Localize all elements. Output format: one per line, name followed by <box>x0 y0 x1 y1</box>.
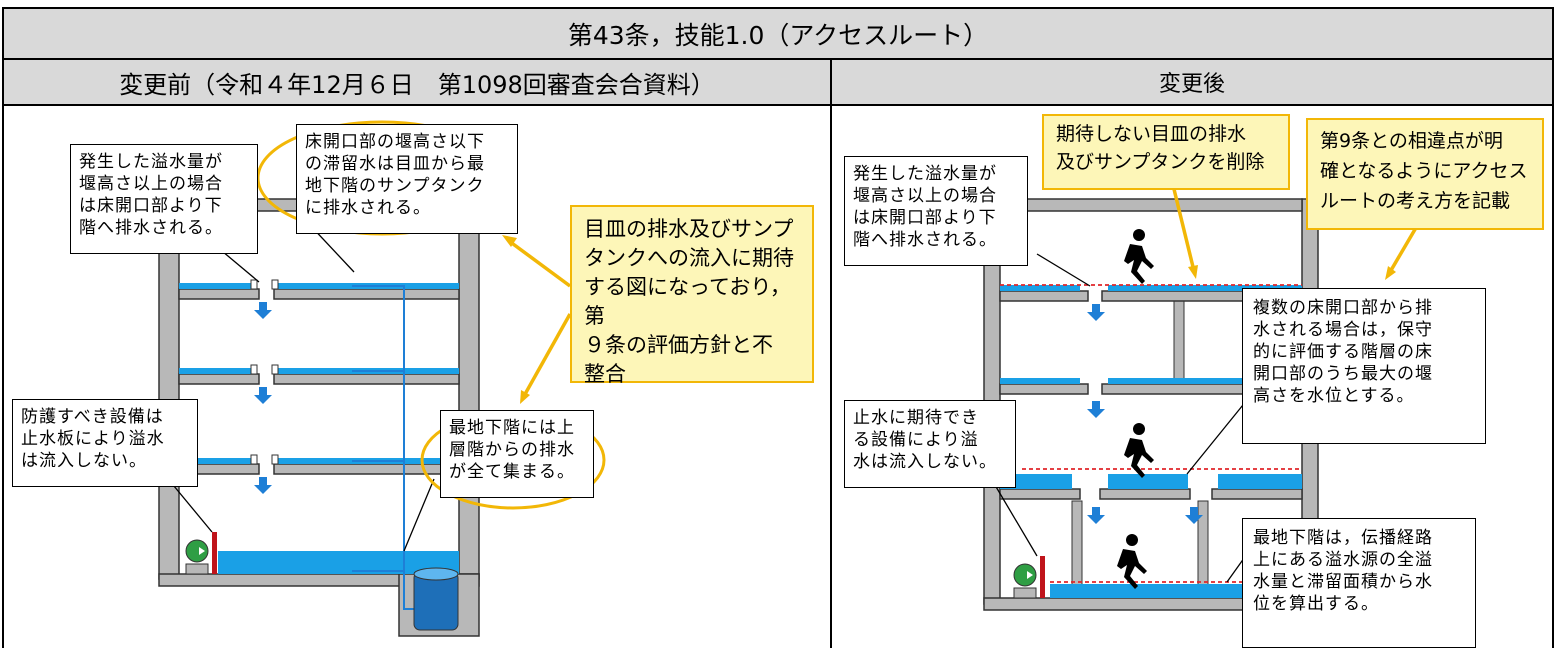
after-stop-water-callout: 止水に期待でき る設備により溢 水は流入しない。 <box>844 400 1016 488</box>
before-protect-callout: 防護すべき設備は 止水板により溢水 は流入しない。 <box>12 399 198 487</box>
before-issue-note: 目皿の排水及びサンプ タンクへの流入に期待 する図になっており，第 ９条の評価方… <box>570 205 814 386</box>
after-panel: 発生した溢水量が 堰高さ以上の場合 は床開口部より下 階へ排水される。 複数の床… <box>830 104 1554 648</box>
after-multi-opening-callout: 複数の床開口部から排 水される場合は，保守 的に評価する階層の床 開口部のうち最… <box>1242 288 1486 444</box>
after-difference-note: 第9条との相違点が明 確となるようにアクセス ルートの考え方を記載 <box>1306 118 1544 230</box>
before-drain-callout: 床開口部の堰高さ以下 の滞留水は目皿から最 地下階のサンプタンク に排水される。 <box>296 124 518 234</box>
before-bottom-callout: 最地下階には上 層階からの排水 が全て集まる。 <box>440 410 594 498</box>
before-header: 変更前（令和４年12月６日 第1098回審査会合資料） <box>2 58 832 106</box>
before-panel: 発生した溢水量が 堰高さ以上の場合 は床開口部より下 階へ排水される。 床開口部… <box>2 104 832 648</box>
after-bottom-callout: 最地下階は，伝播経路 上にある溢水源の全溢 水量と滞留面積から水 位を算出する。 <box>1242 518 1476 648</box>
after-overflow-callout: 発生した溢水量が 堰高さ以上の場合 は床開口部より下 階へ排水される。 <box>844 156 1028 266</box>
after-remove-note: 期待しない目皿の排水 及びサンプタンクを削除 <box>1042 114 1290 190</box>
after-header: 変更後 <box>830 58 1554 106</box>
before-overflow-callout: 発生した溢水量が 堰高さ以上の場合 は床開口部より下 階へ排水される。 <box>70 144 258 254</box>
slide-title: 第43条，技能1.0（アクセスルート） <box>2 7 1554 60</box>
